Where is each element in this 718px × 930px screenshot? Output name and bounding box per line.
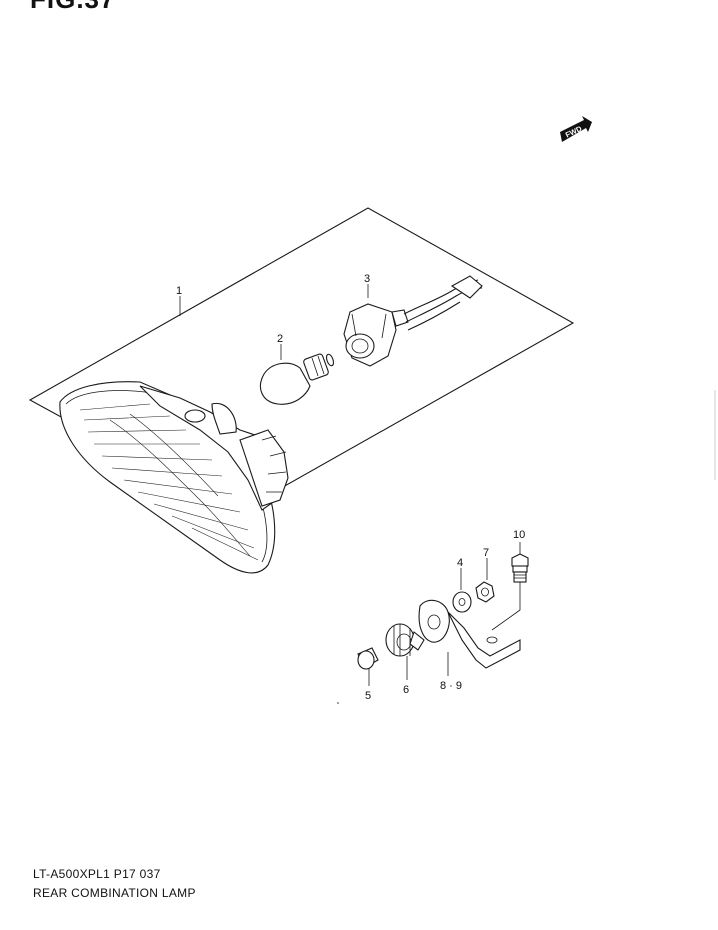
callout-6: 6 [403,684,409,696]
scan-speck [337,702,339,704]
callout-4: 4 [457,557,463,569]
figure-title: FIG.37 [30,0,115,15]
bracket [418,599,521,669]
bolt [511,553,529,583]
callout-7: 7 [483,547,489,559]
bolt-leader-line [491,580,521,631]
lamp-housing [59,381,289,574]
callout-3: 3 [364,273,370,285]
callout-5: 5 [365,690,371,702]
grommet [385,623,425,657]
bulb [260,353,335,405]
footer-code: LT-A500XPL1 P17 037 [33,867,161,881]
assembly-box [28,207,575,514]
callout-1: 1 [176,285,182,297]
fwd-arrow-icon: FWD [560,116,592,142]
washer [452,591,472,613]
footer-title: REAR COMBINATION LAMP [33,886,196,900]
collar [357,647,379,670]
callout-10: 10 [513,529,525,541]
socket [343,275,483,367]
callout-8-9: 8 · 9 [440,680,462,692]
nut [475,581,495,603]
callout-2: 2 [277,333,283,345]
